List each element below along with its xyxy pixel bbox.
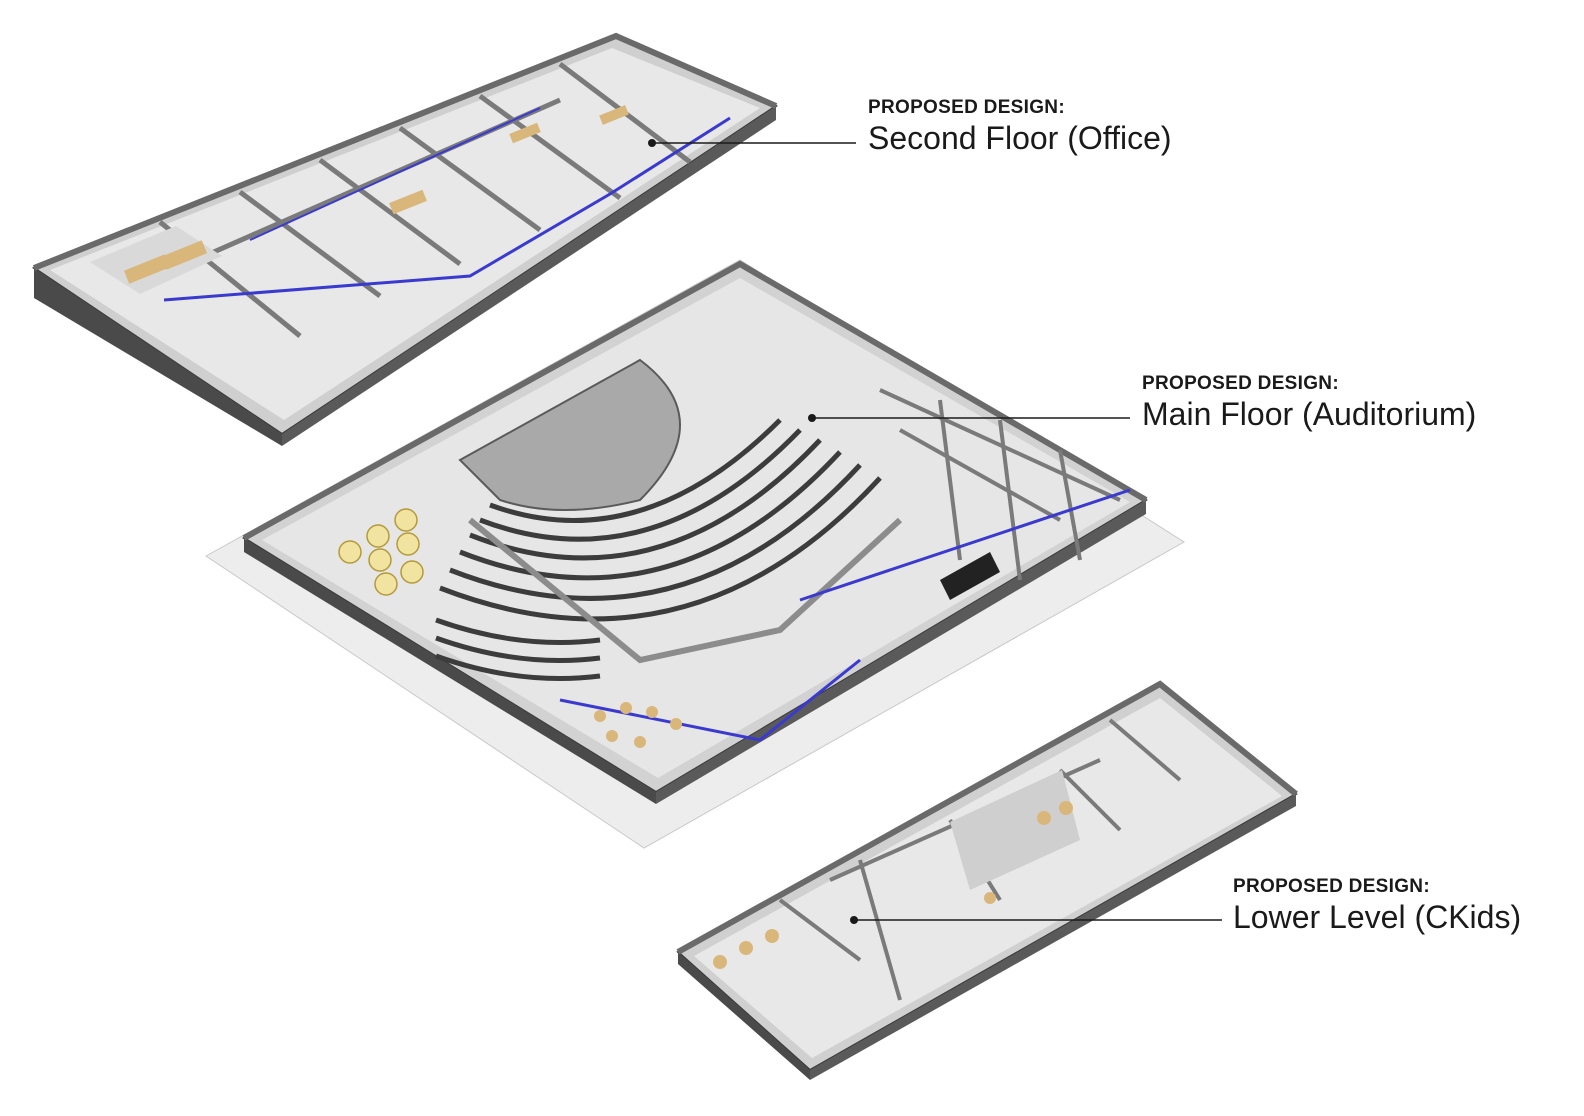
office-floor-label: PROPOSED DESIGN: Second Floor (Office)	[868, 97, 1172, 157]
second-floor-office-model	[31, 32, 856, 446]
office-kicker: PROPOSED DESIGN:	[868, 97, 1065, 118]
auditorium-kicker: PROPOSED DESIGN:	[1142, 373, 1339, 394]
auditorium-title: Main Floor (Auditorium)	[1142, 396, 1477, 432]
ckids-floor-label: PROPOSED DESIGN: Lower Level (CKids)	[1233, 876, 1521, 936]
auditorium-floor-label: PROPOSED DESIGN: Main Floor (Auditorium)	[1142, 373, 1476, 433]
ckids-title: Lower Level (CKids)	[1233, 899, 1522, 935]
ckids-kicker: PROPOSED DESIGN:	[1233, 876, 1430, 897]
office-title: Second Floor (Office)	[868, 120, 1172, 156]
main-floor-auditorium-model	[205, 259, 1185, 849]
lower-level-ckids-model	[676, 680, 1298, 1080]
